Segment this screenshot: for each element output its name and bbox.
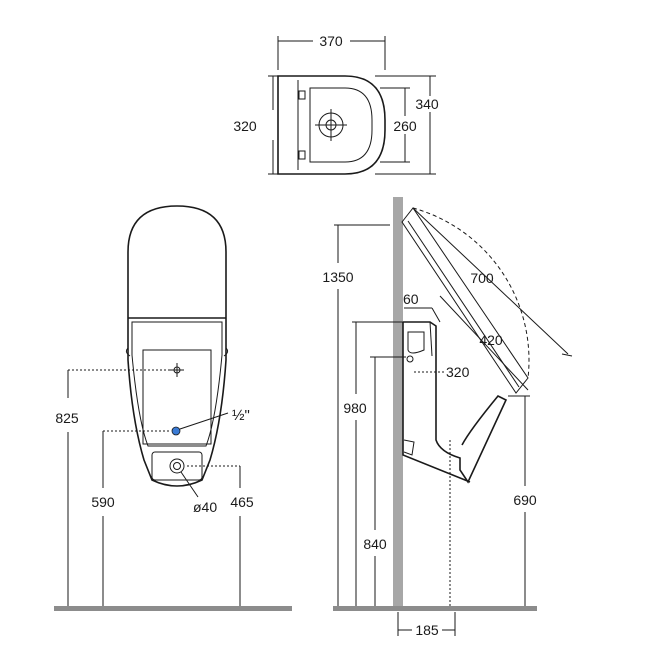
dim-700-line [412, 207, 569, 355]
dim-340: 340 [415, 96, 439, 112]
dim-825: 825 [55, 410, 79, 426]
dim-420-line [439, 295, 529, 391]
dim-465: 465 [230, 494, 254, 510]
top-view-outline [277, 75, 386, 175]
dim-700: 700 [470, 270, 494, 286]
lid-swing-arc [412, 207, 530, 379]
dim-320-side: 320 [446, 364, 470, 380]
dim-420: 420 [479, 332, 503, 348]
dim-185: 185 [415, 622, 439, 638]
dim-320-top: 320 [233, 118, 257, 134]
front-inlet-marker [171, 426, 181, 436]
side-floor [333, 606, 537, 611]
front-top-dome [127, 205, 227, 318]
front-outlet [169, 458, 185, 474]
front-body [127, 318, 227, 487]
dim-690: 690 [513, 492, 537, 508]
dim-370: 370 [319, 33, 343, 49]
side-body [403, 321, 508, 484]
dim-590: 590 [91, 494, 115, 510]
side-wall [393, 197, 403, 606]
front-bowl [142, 349, 212, 445]
top-view: 370 320 340 260 [233, 33, 439, 175]
dim-840: 840 [363, 536, 387, 552]
label-outlet: ø40 [193, 499, 217, 515]
label-inlet: ½" [232, 407, 250, 424]
dim-60: 60 [403, 291, 419, 307]
dim-980: 980 [343, 400, 367, 416]
dim-260: 260 [393, 118, 417, 134]
front-view: 825 590 465 ½" ø40 [54, 205, 292, 611]
side-view: 1350 980 840 320 60 700 420 690 [322, 197, 573, 638]
top-view-bowl [309, 87, 373, 163]
front-floor [54, 606, 292, 611]
dim-1350: 1350 [322, 269, 353, 285]
